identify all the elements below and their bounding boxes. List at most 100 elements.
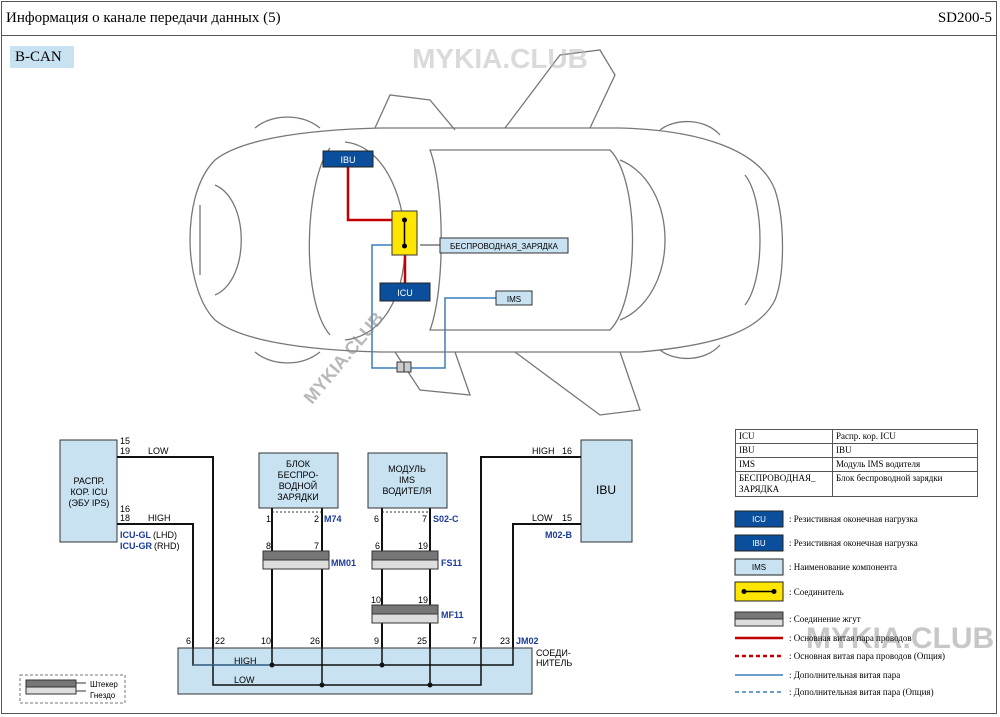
legend-harness-icon: [734, 611, 784, 620]
watermark-diagonal: MYKIA.CLUB: [300, 308, 388, 407]
joint-low-label: LOW: [234, 675, 255, 685]
page-code: SD200-5: [937, 10, 992, 26]
joint-pin-22: 22: [215, 636, 225, 646]
conn-s02c: S02-C: [433, 514, 459, 524]
legend-text-icu: : Резистивная оконечная нагрузка: [789, 514, 918, 524]
legend-ims-icon: IMS: [752, 563, 766, 572]
ibu-high-label: HIGH: [532, 446, 555, 456]
conn-mm01: MM01: [331, 558, 356, 568]
schematic-wires: [19, 439, 633, 704]
legend-text-extra-pair: : Дополнительная витая пара: [789, 670, 901, 680]
legend-text-ibu: : Резистивная оконечная нагрузка: [789, 538, 918, 548]
legend-text-extra-pair-option: : Дополнительная витая пара (Опция): [789, 687, 934, 697]
legend-desc: Модуль IMS водителя: [832, 457, 978, 472]
icu-gl-suffix: (LHD): [153, 530, 177, 540]
car-wireless-label: БЕСПРОВОДНАЯ_ЗАРЯДКА: [450, 242, 559, 251]
icu-gl-label: ICU-GL: [120, 530, 151, 540]
conn-mf11: MF11: [441, 610, 464, 620]
wcu-box-line-2: БЕСПРО-: [278, 470, 319, 480]
ims-box-line-3: ВОДИТЕЛЯ: [383, 486, 432, 496]
car-ims-label: IMS: [507, 295, 521, 304]
legend-abbr: IMS: [735, 457, 833, 472]
fs11-pin-19: 19: [418, 541, 428, 551]
legend-desc: Блок беспроводной зарядки: [832, 471, 978, 497]
wcu-box-line-3: ВОДНОЙ: [279, 480, 318, 491]
car-wireless-box: [439, 237, 569, 254]
joint-pin-6: 6: [186, 636, 191, 646]
legend-text-main-pair: : Основная витая пара проводов: [789, 633, 912, 643]
icu-pin-18: 18: [120, 513, 130, 523]
jack-legend: Гнездо: [90, 691, 116, 700]
page-title: Информация о канале передачи данных (5): [6, 10, 281, 26]
legend-abbr: ICU: [735, 429, 833, 444]
joint-pin-10: 10: [261, 636, 271, 646]
car-ims-box: [495, 290, 533, 306]
car-wiring: [346, 167, 496, 373]
ims-pin-7: 7: [422, 514, 427, 524]
legend-icu-icon: ICU: [752, 515, 766, 524]
conn-jm02: JM02: [516, 636, 539, 646]
joint-pin-7: 7: [472, 636, 477, 646]
legend-text-harness: : Соединение жгут: [789, 614, 861, 624]
legend-ibu-icon: IBU: [752, 539, 766, 548]
icu-low-label: LOW: [148, 446, 169, 456]
icu-pin-19: 19: [120, 446, 130, 456]
icu-box-line-3: (ЭБУ IPS): [69, 498, 110, 508]
ibu-box-label: IBU: [596, 483, 616, 497]
car-ibu-box: [322, 150, 374, 168]
mm01-pin-8: 8: [266, 541, 271, 551]
legend-desc: IBU: [832, 443, 978, 458]
ibu-pin-16: 16: [562, 446, 572, 456]
legend-text-ims: : Наименование компонента: [789, 562, 897, 572]
joint-high-label: HIGH: [234, 656, 257, 666]
mm01-pin-7: 7: [314, 541, 319, 551]
ims-box-line-2: IMS: [399, 475, 415, 485]
icu-high-label: HIGH: [148, 513, 171, 523]
legend-abbr: IBU: [735, 443, 833, 458]
icu-gr-label: ICU-GR: [120, 541, 152, 551]
watermark-top: MYKIA.CLUB: [412, 43, 588, 74]
schematic-labels: РАСПР. КОР. ICU (ЭБУ IPS) 15 19 LOW 16 1…: [69, 436, 616, 700]
joint-pin-23: 23: [500, 636, 510, 646]
legend-desc: Распр. кор. ICU: [832, 429, 978, 444]
car-icu-label: ICU: [397, 288, 413, 298]
ibu-low-label: LOW: [532, 513, 553, 523]
legend-text-main-pair-option: : Основная витая пара проводов (Опция): [789, 651, 945, 661]
icu-box-line-1: РАСПР.: [74, 476, 105, 486]
conn-fs11: FS11: [441, 558, 462, 568]
ims-pin-6: 6: [374, 514, 379, 524]
ibu-pin-15: 15: [562, 513, 572, 523]
car-icu-box: [379, 282, 431, 302]
fs11-pin-6: 6: [375, 541, 380, 551]
ims-box-line-1: МОДУЛЬ: [388, 464, 426, 474]
plug-legend: Штекер: [90, 680, 118, 689]
wcu-box-line-1: БЛОК: [286, 459, 311, 469]
bus-tag: B-CAN: [10, 46, 74, 68]
conn-m02b: M02-B: [545, 530, 573, 540]
legend-abbr: БЕСПРОВОДНАЯ_ ЗАРЯДКА: [735, 471, 833, 497]
icu-pin-16: 16: [120, 504, 130, 514]
icu-pin-15: 15: [120, 436, 130, 446]
legend-text-connector: : Соединитель: [789, 587, 844, 597]
mf11-pin-10: 10: [371, 595, 381, 605]
icu-box-line-2: КОР. ICU: [71, 487, 108, 497]
wcu-box-line-4: ЗАРЯДКИ: [277, 492, 319, 502]
car-ibu-label: IBU: [340, 155, 355, 165]
watermark-bottom: MYKIA.CLUB: [806, 622, 994, 655]
wcu-pin-2: 2: [314, 514, 319, 524]
joint-label-2: НИТЕЛЬ: [536, 658, 572, 668]
legend-icons: ICU IBU IMS: [734, 510, 784, 693]
joint-pin-25: 25: [417, 636, 427, 646]
header-divider: [1, 35, 997, 36]
car-outline: [189, 49, 784, 416]
mf11-pin-19: 19: [418, 595, 428, 605]
conn-m74: M74: [324, 514, 342, 524]
joint-pin-9: 9: [374, 636, 379, 646]
